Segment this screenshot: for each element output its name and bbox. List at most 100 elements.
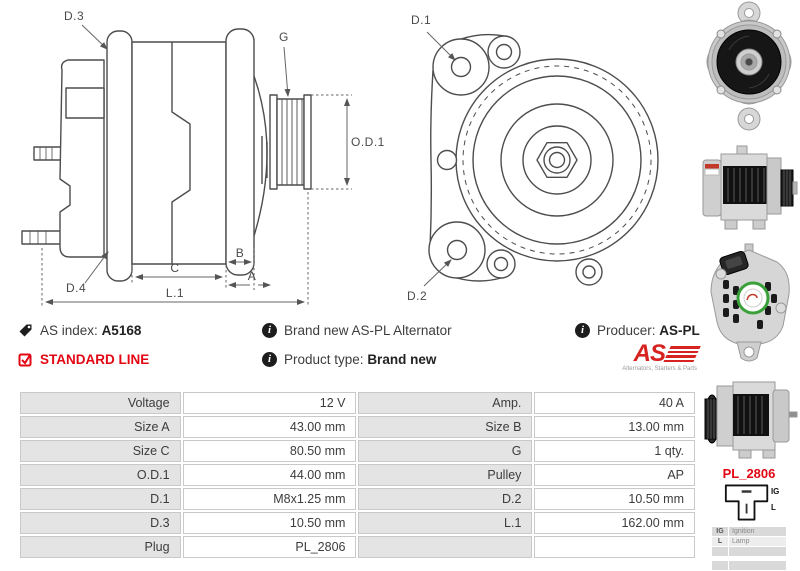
spec-label: D.1	[20, 488, 181, 510]
producer-label: Producer:	[597, 322, 656, 338]
info-icon: i	[262, 351, 277, 367]
spec-label: Size A	[20, 416, 181, 438]
spec-value: PL_2806	[182, 536, 357, 558]
plug-legend-table: IG Ignition L Lamp	[711, 526, 787, 571]
dim-label-c: C	[170, 261, 179, 275]
dim-label-b: B	[236, 246, 245, 260]
checkbox-checked-icon	[18, 353, 32, 366]
legend-desc: Ignition	[729, 527, 786, 536]
spec-table: Voltage 12 V Amp. 40 A Size A 43.00 mm S…	[18, 390, 697, 560]
plug-pin-ig: IG	[771, 487, 779, 496]
table-row: D.1 M8x1.25 mm D.2 10.50 mm	[20, 488, 695, 510]
spec-label: Pulley	[358, 464, 533, 486]
table-row: Plug PL_2806	[20, 536, 695, 558]
spec-label: Amp.	[358, 392, 533, 414]
spec-label: Voltage	[20, 392, 181, 414]
spec-value: 162.00 mm	[534, 512, 695, 534]
dim-label-a: A	[248, 269, 257, 283]
spec-label: L.1	[358, 512, 533, 534]
spec-label: D.2	[358, 488, 533, 510]
side-view-dimensions	[41, 24, 352, 306]
legend-pin	[712, 561, 728, 570]
spec-value: 80.50 mm	[182, 440, 357, 462]
spec-value: 10.50 mm	[534, 488, 695, 510]
aspl-logo: AS Alternators, Starters & Parts	[622, 340, 701, 372]
table-row: Size C 80.50 mm G 1 qty.	[20, 440, 695, 462]
brand-line-text: Brand new AS-PL Alternator	[284, 322, 452, 338]
info-icon: i	[575, 322, 590, 338]
info-col-producer: i Producer: AS-PL AS Alternators, Starte…	[575, 322, 701, 388]
alternator-front-view-diagram: D.1 D.2	[259, 11, 797, 451]
product-type-value: Brand new	[367, 351, 437, 367]
info-col-product: i Brand new AS-PL Alternator i Product t…	[262, 322, 452, 380]
table-row: Size A 43.00 mm Size B 13.00 mm	[20, 416, 695, 438]
spec-label: D.3	[20, 512, 181, 534]
product-type-line: i Product type: Brand new	[262, 351, 452, 367]
spec-value	[534, 536, 695, 558]
legend-row: IG Ignition	[712, 527, 786, 536]
standard-line: STANDARD LINE	[18, 351, 149, 367]
aspl-logo-text: AS	[633, 340, 666, 367]
product-type-label: Product type:	[284, 351, 364, 367]
table-row: O.D.1 44.00 mm Pulley AP	[20, 464, 695, 486]
spec-label: G	[358, 440, 533, 462]
spec-label	[358, 536, 533, 558]
brand-line: i Brand new AS-PL Alternator	[262, 322, 452, 338]
spec-value: 43.00 mm	[182, 416, 357, 438]
product-info-row: AS index: A5168 STANDARD LINE i Brand ne…	[0, 322, 701, 388]
legend-desc	[729, 547, 786, 556]
standard-line-label: STANDARD LINE	[40, 351, 150, 367]
spec-value: 44.00 mm	[182, 464, 357, 486]
legend-row: L Lamp	[712, 537, 786, 546]
dim-label-od1: O.D.1	[351, 135, 385, 149]
product-photo-rear[interactable]	[699, 242, 799, 364]
plug-code: PL_2806	[722, 466, 776, 481]
as-index-value: A5168	[101, 322, 142, 338]
spec-label: Plug	[20, 536, 181, 558]
spec-label: O.D.1	[20, 464, 181, 486]
legend-row	[712, 561, 786, 570]
alternator-side-view-diagram: D.3 G O.D.1 D.4 C B A L.1	[21, 9, 385, 306]
info-col-index: AS index: A5168 STANDARD LINE	[18, 322, 149, 380]
legend-row	[712, 547, 786, 556]
spec-label: Size B	[358, 416, 533, 438]
plug-pictogram: IG L	[724, 484, 779, 521]
legend-desc: Lamp	[729, 537, 786, 546]
plug-pin-l: L	[771, 503, 776, 512]
as-index-label: AS index:	[40, 322, 98, 338]
product-photo-column: PL_2806 IG L IG Ignition L Lamp	[698, 0, 800, 571]
aspl-logo-stripes-icon	[663, 345, 701, 362]
aspl-logo-subtext: Alternators, Starters & Parts	[622, 366, 697, 372]
producer-value: AS-PL	[659, 322, 700, 338]
legend-pin	[712, 547, 728, 556]
spec-label: Size C	[20, 440, 181, 462]
product-photo-side-left[interactable]	[699, 374, 799, 460]
dim-label-d1: D.1	[411, 13, 431, 27]
technical-diagrams: D.3 G O.D.1 D.4 C B A L.1	[0, 0, 797, 451]
dim-label-d2: D.2	[407, 289, 427, 303]
spec-value: 40 A	[534, 392, 695, 414]
spec-value: M8x1.25 mm	[182, 488, 357, 510]
spec-value: 1 qty.	[534, 440, 695, 462]
dim-label-g: G	[279, 30, 289, 44]
table-row: Voltage 12 V Amp. 40 A	[20, 392, 695, 414]
dim-label-d3: D.3	[64, 9, 84, 23]
side-view-body	[21, 28, 312, 282]
legend-desc	[729, 561, 786, 570]
dim-label-l1: L.1	[166, 286, 184, 300]
table-row: D.3 10.50 mm L.1 162.00 mm	[20, 512, 695, 534]
spec-value: AP	[534, 464, 695, 486]
spec-value: 13.00 mm	[534, 416, 695, 438]
front-view-body	[259, 11, 797, 451]
front-view-dimensions	[424, 31, 457, 287]
legend-pin: IG	[712, 527, 728, 536]
info-icon: i	[262, 322, 277, 338]
tag-icon	[19, 324, 32, 336]
spec-value: 12 V	[182, 392, 357, 414]
legend-pin: L	[712, 537, 728, 546]
product-photo-front[interactable]	[699, 0, 799, 132]
product-photo-side-right[interactable]	[699, 142, 799, 234]
dim-label-d4: D.4	[66, 281, 86, 295]
spec-value: 10.50 mm	[182, 512, 357, 534]
